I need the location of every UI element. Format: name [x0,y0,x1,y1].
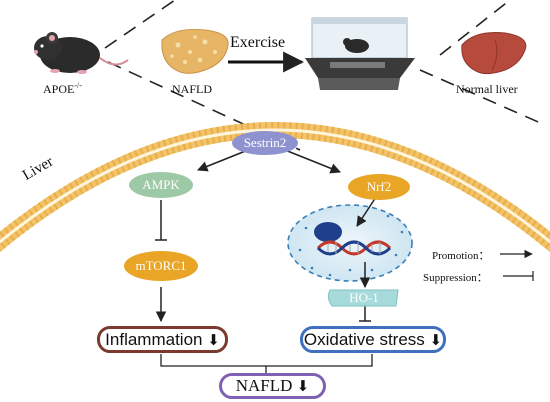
nafld-down-arrow: ⬇ [296,378,310,395]
nrf2-node-shape [348,174,410,200]
mouse-icon [34,32,129,74]
nafld-label: NAFLD [235,376,293,395]
ampk-node: AMPK [142,177,180,192]
oxidative-stress-box: Oxidative stress ⬇ [300,326,446,353]
nucleus-icon [287,204,413,282]
ho1-node: HO-1 [349,290,379,305]
inflammation-label: Inflammation [105,329,203,349]
pathway-arrows [155,149,377,323]
sestrin2-node: Sestrin2 [243,135,287,150]
normal-liver-label: Normal liver [456,82,518,96]
mtorc1-node: mTORC1 [135,258,187,273]
merge-bracket [160,354,373,374]
inflammation-down-arrow: ⬇ [207,331,220,349]
oxidative-stress-down-arrow: ⬇ [429,331,443,349]
sestrin2-node-shape [232,131,298,155]
legend-promotion-label: Promotion： [432,250,490,262]
normal-liver-icon [461,32,527,75]
liver-cell-membrane [0,122,550,253]
legend-suppression-line [503,271,534,281]
mouse-label-text: APOE [43,82,75,96]
ampk-node-shape [129,172,193,198]
nafld-box: NAFLD ⬇ [219,373,326,399]
treadmill-icon [305,17,415,90]
zoom-dashed-lines [104,0,546,151]
mouse-label: APOE-/- [43,81,82,97]
oxidative-stress-label: Oxidative stress [303,329,425,349]
exercise-label: Exercise [230,34,286,51]
ho1-node-shape [327,289,399,307]
nrf2-node: Nrf2 [366,179,392,194]
inflammation-box: Inflammation ⬇ [97,326,228,353]
legend-suppression-label: Suppression： [423,272,488,284]
fatty-liver-icon [161,29,229,74]
mouse-label-superscript: -/- [74,81,82,90]
nafld-liver-label: NAFLD [172,82,213,96]
mtorc1-node-shape [124,251,198,281]
suppression-lines [155,200,371,322]
